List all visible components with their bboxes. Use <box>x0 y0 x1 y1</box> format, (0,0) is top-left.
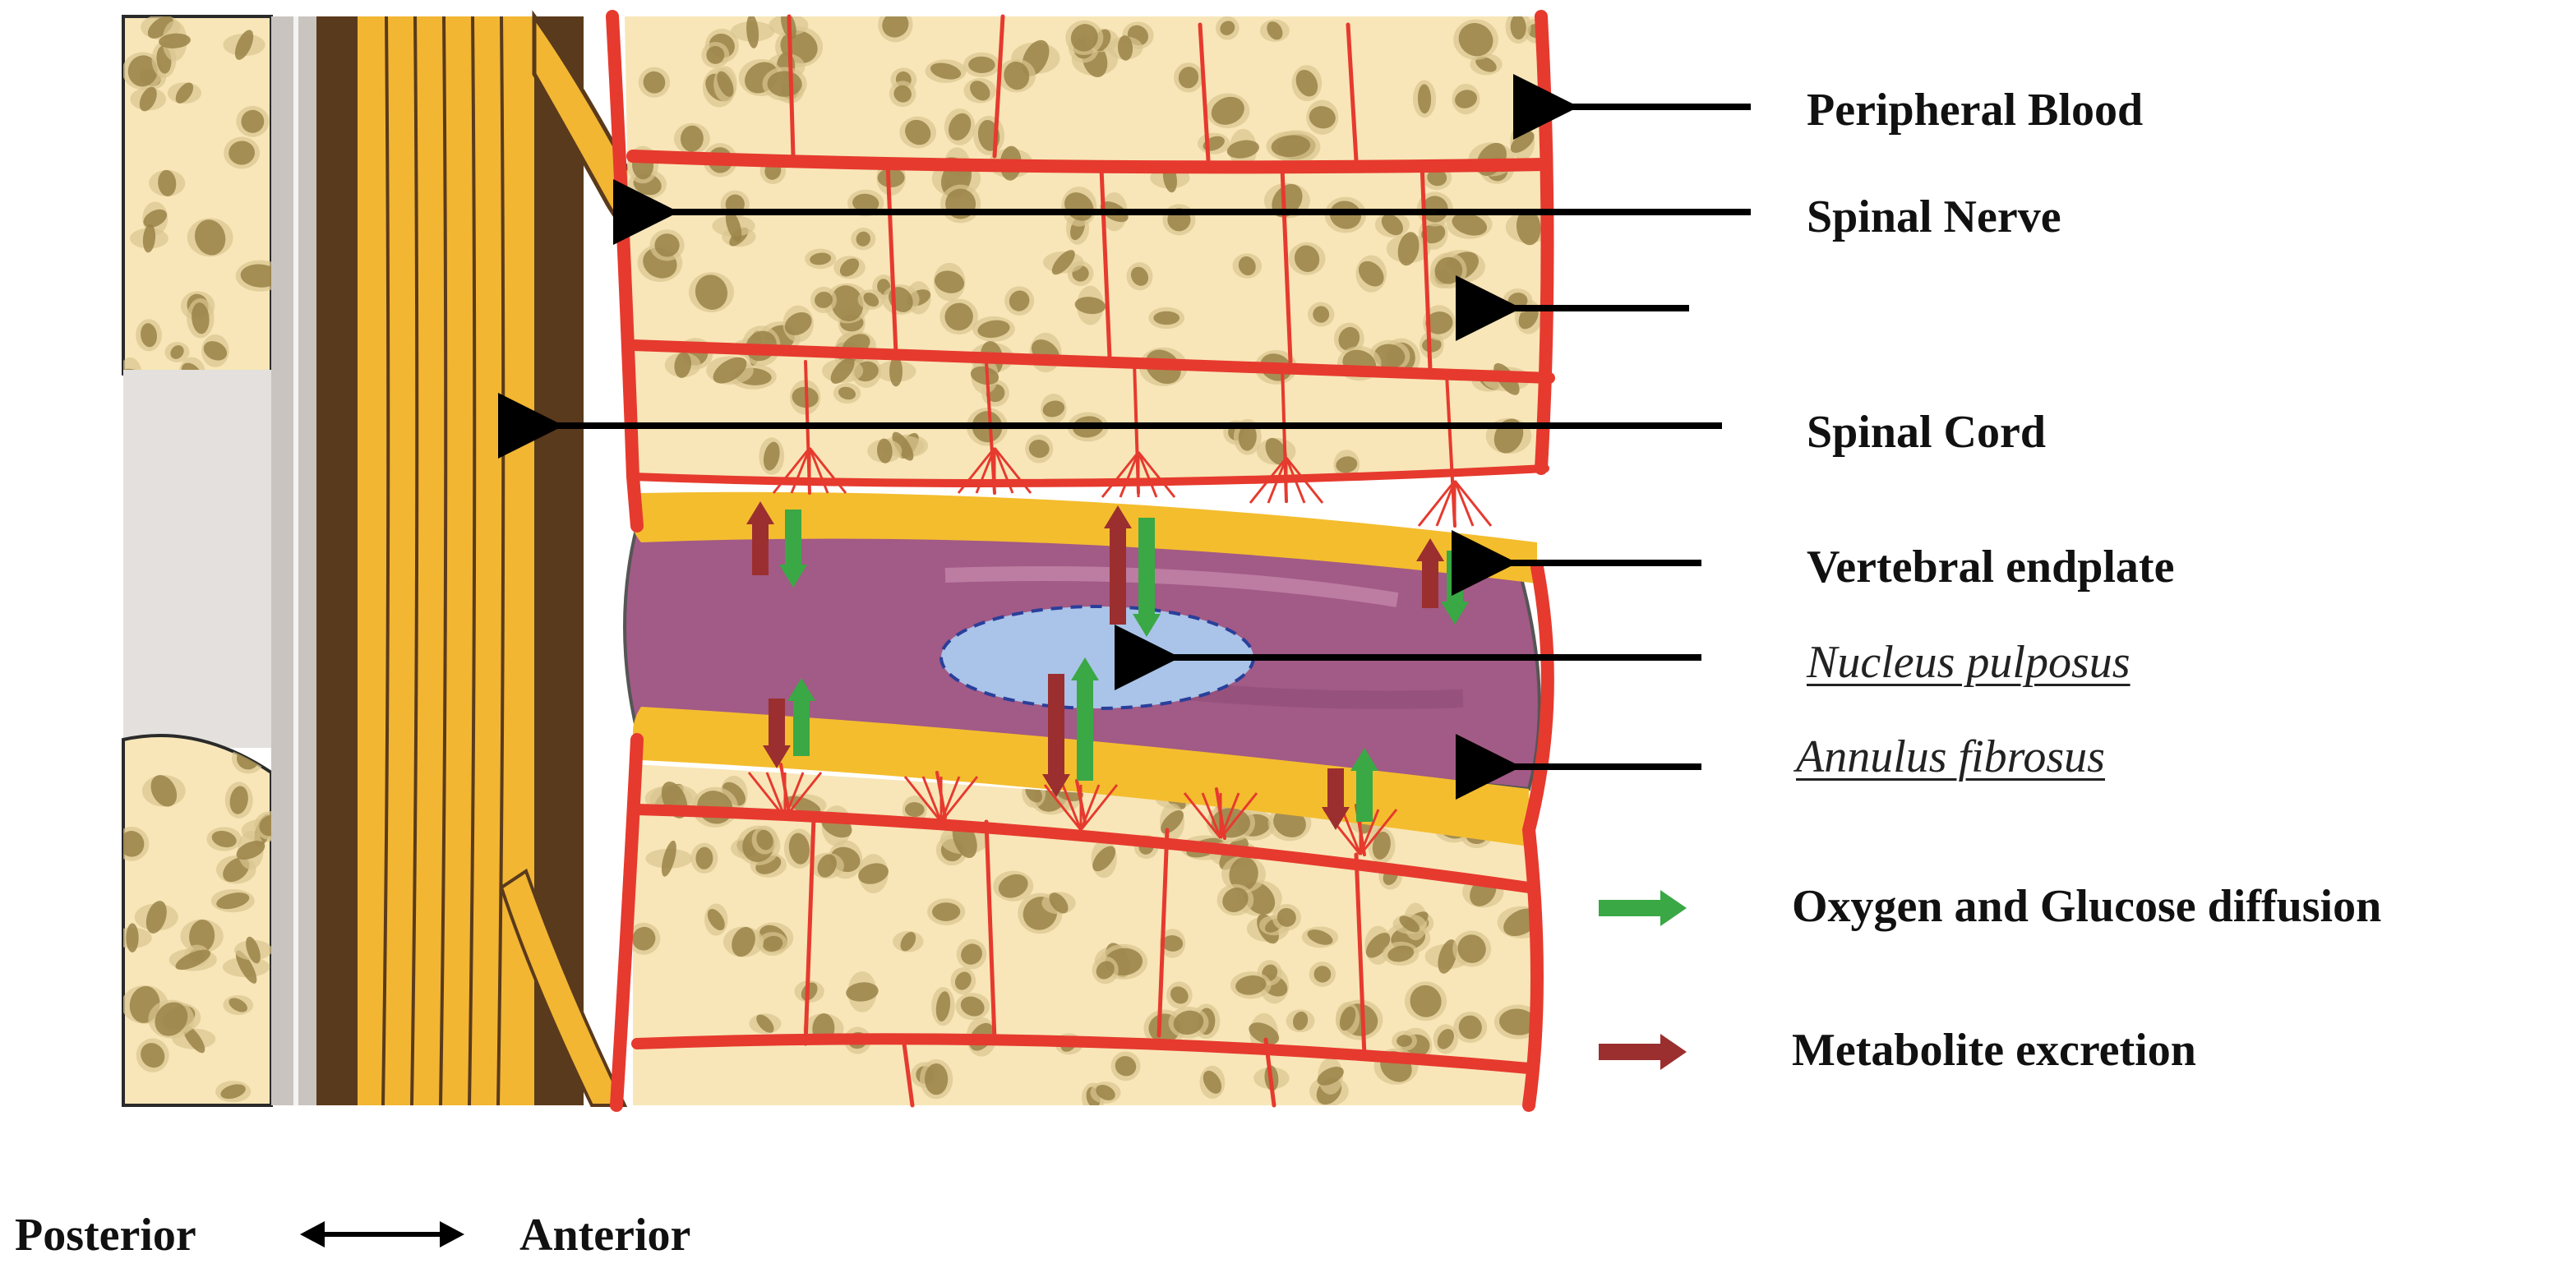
metabolite-excretion-arrow <box>1042 674 1070 797</box>
spinal-nerve-lower <box>499 868 628 1107</box>
legend-metabolite-arrow-icon <box>1599 1034 1687 1070</box>
legend-oxygen-label: Oxygen and Glucose diffusion <box>1792 881 2382 932</box>
metabolite-excretion-arrow <box>763 699 791 768</box>
label-spinal-cord: Spinal Cord <box>1807 407 2046 458</box>
posterior-bone-upper <box>122 15 273 389</box>
diffusion-arrows <box>746 501 1469 830</box>
label-posterior: Posterior <box>15 1210 196 1261</box>
oxygen-diffusion-arrow <box>1071 657 1099 781</box>
metabolite-excretion-arrow <box>1416 538 1444 608</box>
capillary-tufts <box>747 447 1493 855</box>
label-pointers <box>498 74 1751 800</box>
lower-vertebral-body <box>633 764 1537 1105</box>
label-spinal-nerve: Spinal Nerve <box>1807 191 2061 242</box>
label-vertebral-endplate: Vertebral endplate <box>1807 542 2175 593</box>
spinal-cord <box>316 16 584 1106</box>
oxygen-diffusion-arrow <box>787 678 815 756</box>
upper-vertebral-body <box>625 16 1553 483</box>
metabolite-excretion-arrow <box>1322 768 1350 830</box>
label-peripheral-blood: Peripheral Blood <box>1807 85 2144 136</box>
upper-endplate <box>630 491 1537 583</box>
blood-vessel-network <box>606 10 1555 1112</box>
oxygen-diffusion-arrow <box>1350 748 1378 822</box>
label-anterior: Anterior <box>519 1210 691 1261</box>
posterior-disc-space <box>123 370 271 748</box>
legend-oxygen-arrow-icon <box>1599 890 1687 926</box>
posterior-bone-lower <box>122 734 273 1107</box>
oxygen-diffusion-arrow <box>779 510 807 588</box>
orientation-double-arrow <box>300 1221 464 1247</box>
label-nucleus-pulposus: Nucleus pulposus <box>1807 637 2131 688</box>
label-annulus-fibrosus: Annulus fibrosus <box>1796 731 2105 782</box>
metabolite-excretion-arrow <box>746 501 774 575</box>
legend-metabolite-label: Metabolite excretion <box>1792 1025 2196 1076</box>
oxygen-diffusion-arrow <box>1133 518 1161 637</box>
metabolite-excretion-arrow <box>1104 505 1132 625</box>
